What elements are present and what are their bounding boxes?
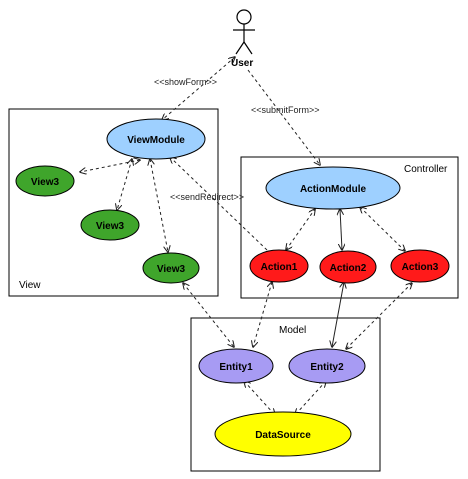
- user-actor-icon: [233, 9, 255, 55]
- edge-user-viewmodule: [162, 57, 235, 120]
- actionmodule-label: ActionModule: [300, 184, 367, 195]
- action2-label: Action2: [330, 263, 367, 274]
- entity2-label: Entity2: [310, 362, 344, 373]
- view3-label-b: View3: [96, 221, 125, 232]
- edge-actionmodule-action2: [340, 209, 342, 250]
- edge-viewmodule-view3b: [117, 159, 132, 210]
- view3-label-a: View3: [31, 177, 60, 188]
- edge-label-showform: <<showForm>>: [154, 77, 217, 87]
- edge-user-actionmodule: [247, 69, 320, 165]
- edge-label-sendredirect: <<sendRedirect>>: [170, 192, 244, 202]
- edge-label-submitform: <<submitForm>>: [251, 105, 320, 115]
- model-package-label: Model: [279, 325, 306, 336]
- action1-label: Action1: [261, 262, 298, 273]
- actionmodule-node: [265, 166, 401, 210]
- view-package-label: View: [19, 280, 41, 291]
- entity1-node: [198, 348, 274, 384]
- action1-node: [249, 249, 309, 283]
- action3-node: [390, 249, 450, 283]
- edge-action1-entity1: [253, 282, 272, 347]
- view3-node-c: [142, 252, 200, 284]
- user-actor-label: User: [231, 58, 253, 69]
- entity1-label: Entity1: [219, 362, 253, 373]
- view3-node-a: [15, 165, 75, 197]
- model-package-box: [190, 317, 381, 472]
- viewmodule-node: [106, 118, 206, 160]
- edge-action2-entity2: [332, 282, 344, 347]
- controller-package-label: Controller: [404, 164, 448, 175]
- entity2-node: [288, 348, 366, 384]
- edge-action3-entity2: [346, 283, 412, 349]
- action2-node: [319, 250, 377, 284]
- datasource-label: DataSource: [255, 430, 311, 441]
- edge-action1-viewmodule: [170, 157, 268, 251]
- view3-node-b: [80, 209, 140, 241]
- datasource-node: [214, 411, 352, 457]
- edge-viewmodule-view3a: [80, 160, 140, 172]
- edge-entity1-datasource: [244, 381, 275, 415]
- edge-actionmodule-action3: [360, 207, 405, 251]
- action3-label: Action3: [402, 262, 439, 273]
- viewmodule-label: ViewModule: [127, 135, 185, 146]
- edge-entity2-datasource: [295, 381, 326, 415]
- view3-label-c: View3: [157, 264, 186, 275]
- edge-actionmodule-action1: [286, 209, 315, 250]
- edge-view3c-entity1: [183, 283, 234, 347]
- edge-viewmodule-view3c: [150, 159, 168, 252]
